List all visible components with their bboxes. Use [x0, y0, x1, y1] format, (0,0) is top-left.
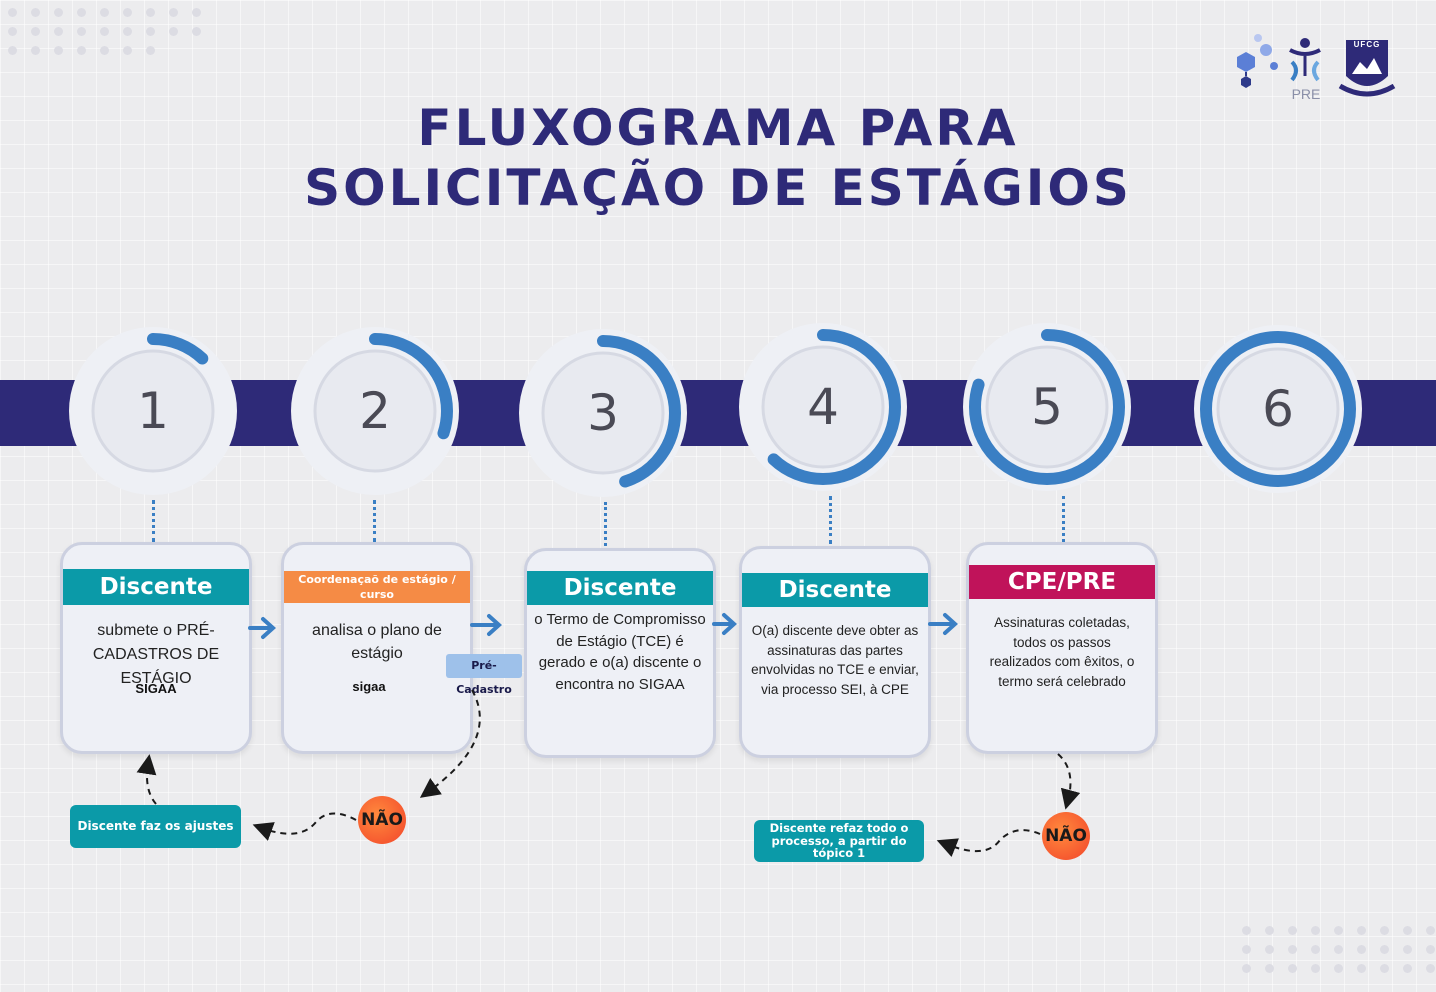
arrow-right-icon [928, 613, 958, 635]
arrow-right-icon [248, 617, 276, 639]
card-subtext: sigaa [352, 679, 386, 694]
arrow-right-icon [712, 613, 737, 635]
step-number: 4 [807, 378, 839, 436]
nao-badge-step-2: NÃO [358, 796, 406, 844]
step-card-1: Discente submete o PRÉ-CADASTROS DE ESTÁ… [60, 542, 252, 754]
nao-badge-step-5: NÃO [1042, 812, 1090, 860]
step-number: 3 [587, 384, 619, 442]
ufcg-logo-label: UFCG [1353, 40, 1381, 49]
card-header: Coordenaçaõ de estágio / curso [284, 571, 470, 603]
connector-5 [1062, 496, 1065, 542]
step-card-2: Coordenaçaõ de estágio / curso analisa o… [281, 542, 473, 754]
connector-2 [373, 500, 376, 542]
step-number: 1 [137, 382, 169, 440]
card-text: analisa o plano de estágio [312, 622, 442, 662]
step-circle-6: 6 [1191, 322, 1365, 496]
pre-cadastro-tag: Pré-Cadastro [446, 654, 522, 696]
connector-1 [152, 500, 155, 542]
pre-people-logo [1289, 38, 1321, 82]
card-subtext: SIGAA [135, 681, 177, 696]
card-text: O(a) discente deve obter as assinaturas … [751, 623, 919, 697]
step-circle-2: 2 [288, 324, 462, 498]
pre-logo-label: PRE [1291, 86, 1321, 102]
step-card-3: Discente o Termo de Compromisso de Estág… [524, 548, 716, 758]
step-number: 5 [1031, 378, 1063, 436]
card-header: Discente [63, 569, 249, 605]
connector-3 [604, 502, 607, 546]
card-header: CPE/PRE [969, 565, 1155, 599]
step-circle-5: 5 [960, 320, 1134, 494]
step-circle-4: 4 [736, 320, 910, 494]
card-text: Assinaturas coletadas, todos os passos r… [989, 615, 1135, 689]
step-number: 6 [1262, 380, 1294, 438]
card-header: Discente [527, 571, 713, 605]
arrow-right-icon [470, 614, 502, 636]
redo-box: Discente refaz todo o processo, a partir… [754, 820, 924, 862]
step-number: 2 [359, 382, 391, 440]
adjust-box: Discente faz os ajustes [70, 805, 241, 848]
page-title: FLUXOGRAMA PARA SOLICITAÇÃO DE ESTÁGIOS [268, 98, 1168, 218]
ufcg-crest-logo [1338, 40, 1396, 97]
decorative-dots-top-left [8, 8, 201, 55]
title-line-2: SOLICITAÇÃO DE ESTÁGIOS [304, 159, 1132, 217]
step-circle-3: 3 [516, 326, 690, 500]
step-circle-1: 1 [66, 324, 240, 498]
card-text: submete o PRÉ-CADASTROS DE ESTÁGIO [92, 622, 220, 687]
card-text: o Termo de Compromisso de Estágio (TCE) … [534, 611, 706, 693]
title-line-1: FLUXOGRAMA PARA [417, 99, 1019, 157]
decorative-dots-bottom-right [1242, 926, 1435, 973]
connector-4 [829, 496, 832, 544]
card-header: Discente [742, 573, 928, 607]
step-card-4: Discente O(a) discente deve obter as ass… [739, 546, 931, 758]
molecule-logo [1237, 34, 1278, 88]
step-card-5: CPE/PRE Assinaturas coletadas, todos os … [966, 542, 1158, 754]
